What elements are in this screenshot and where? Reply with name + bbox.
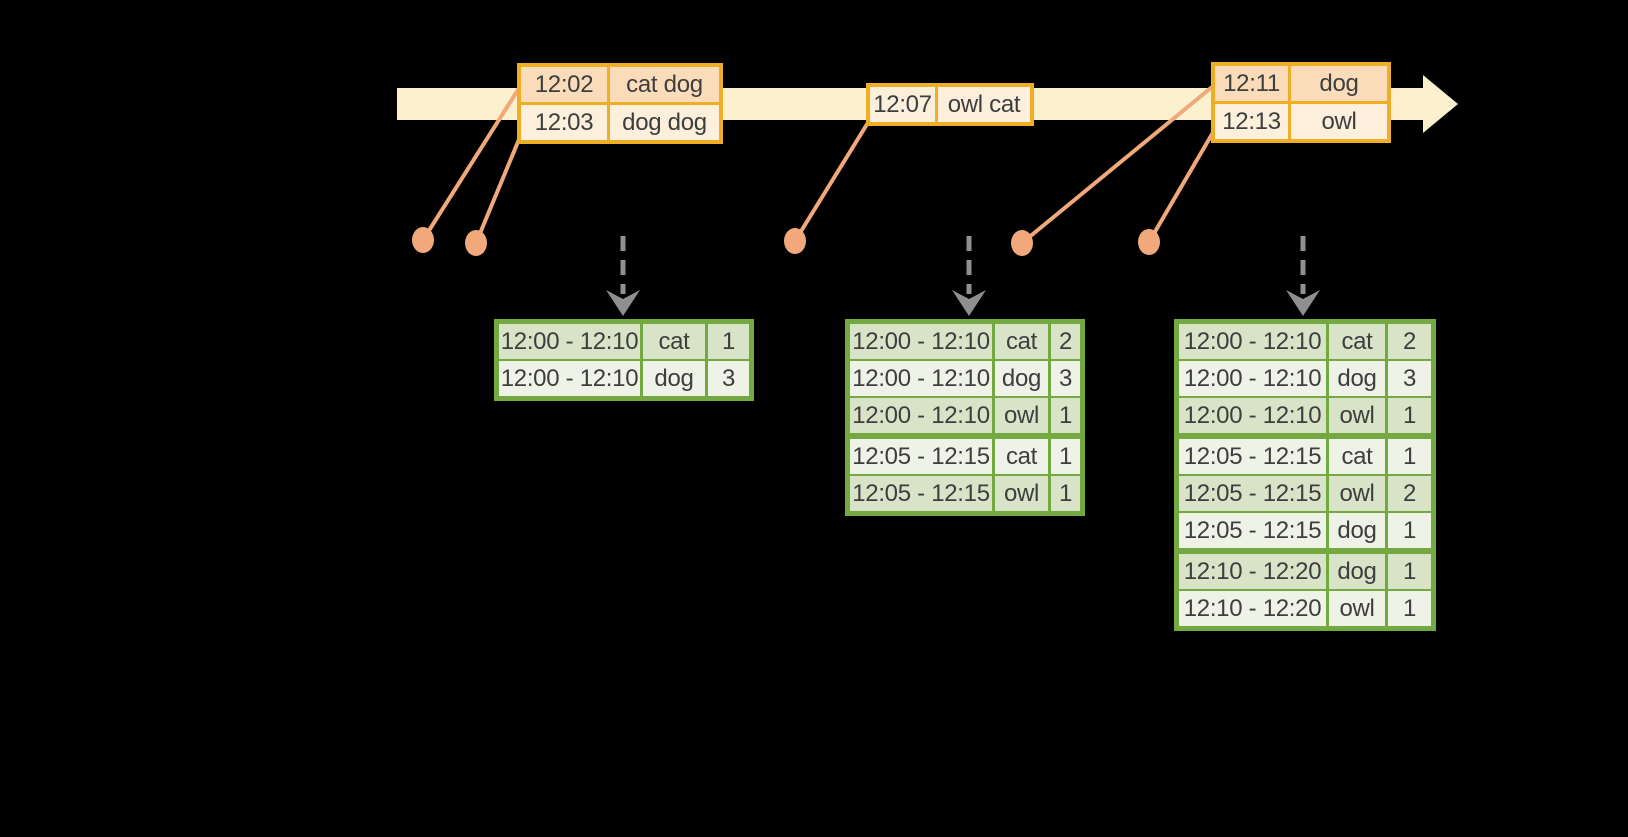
table-row: 12:00 - 12:10 dog 3 bbox=[1179, 361, 1431, 396]
table-row: 12:05 - 12:15 cat 1 bbox=[850, 439, 1080, 474]
result-table-3: 12:00 - 12:10 cat 2 12:00 - 12:10 dog 3 … bbox=[1174, 319, 1436, 631]
count-cell: 1 bbox=[1388, 513, 1431, 548]
table-row: 12:02 cat dog bbox=[521, 67, 719, 102]
connector-line bbox=[474, 124, 527, 244]
event-time: 12:02 bbox=[521, 67, 607, 102]
trigger-arrowhead-icon bbox=[606, 290, 640, 316]
window-cell: 12:10 - 12:20 bbox=[1179, 554, 1326, 589]
table-row: 12:00 - 12:10 cat 2 bbox=[1179, 324, 1431, 359]
table-row: 12:05 - 12:15 owl 2 bbox=[1179, 476, 1431, 511]
table-row: 12:05 - 12:15 cat 1 bbox=[1179, 439, 1431, 474]
event-dot bbox=[1011, 230, 1033, 256]
count-cell: 3 bbox=[1051, 361, 1080, 396]
window-cell: 12:05 - 12:15 bbox=[850, 439, 992, 474]
count-cell: 1 bbox=[1051, 476, 1080, 511]
count-cell: 2 bbox=[1388, 324, 1431, 359]
window-cell: 12:00 - 12:10 bbox=[1179, 398, 1326, 433]
word-cell: cat bbox=[1329, 324, 1385, 359]
event-time: 12:13 bbox=[1215, 104, 1288, 139]
connector-line bbox=[421, 83, 523, 242]
table-row: 12:00 - 12:10 owl 1 bbox=[850, 398, 1080, 433]
count-cell: 1 bbox=[1388, 439, 1431, 474]
count-cell: 2 bbox=[1051, 324, 1080, 359]
count-cell: 2 bbox=[1388, 476, 1431, 511]
word-cell: dog bbox=[995, 361, 1048, 396]
table-row: 12:11 dog bbox=[1215, 66, 1387, 101]
table-row: 12:07 owl cat bbox=[870, 87, 1030, 122]
word-cell: cat bbox=[995, 439, 1048, 474]
event-words: cat dog bbox=[610, 67, 719, 102]
table-row: 12:05 - 12:15 owl 1 bbox=[850, 476, 1080, 511]
window-cell: 12:10 - 12:20 bbox=[1179, 591, 1326, 626]
table-row: 12:00 - 12:10 cat 2 bbox=[850, 324, 1080, 359]
event-dot bbox=[465, 230, 487, 256]
timeline-arrowhead-icon bbox=[1423, 75, 1458, 133]
trigger-arrowhead-icon bbox=[1286, 290, 1320, 316]
word-cell: dog bbox=[1329, 554, 1385, 589]
window-cell: 12:00 - 12:10 bbox=[499, 324, 640, 359]
window-cell: 12:05 - 12:15 bbox=[1179, 439, 1326, 474]
result-table-1: 12:00 - 12:10 cat 1 12:00 - 12:10 dog 3 bbox=[494, 319, 754, 401]
connector-line bbox=[793, 119, 871, 243]
window-cell: 12:05 - 12:15 bbox=[850, 476, 992, 511]
word-cell: dog bbox=[643, 361, 705, 396]
count-cell: 3 bbox=[1388, 361, 1431, 396]
word-cell: owl bbox=[1329, 476, 1385, 511]
count-cell: 1 bbox=[1051, 439, 1080, 474]
event-dot bbox=[412, 227, 434, 253]
table-row: 12:10 - 12:20 owl 1 bbox=[1179, 591, 1431, 626]
event-table-1211: 12:11 dog 12:13 owl bbox=[1211, 62, 1391, 143]
trigger-arrowhead-icon bbox=[952, 290, 986, 316]
count-cell: 1 bbox=[1051, 398, 1080, 433]
window-cell: 12:00 - 12:10 bbox=[499, 361, 640, 396]
table-row: 12:00 - 12:10 dog 3 bbox=[850, 361, 1080, 396]
event-words: owl bbox=[1291, 104, 1387, 139]
table-row: 12:00 - 12:10 cat 1 bbox=[499, 324, 749, 359]
event-table-1207: 12:07 owl cat bbox=[866, 83, 1034, 126]
connector-line bbox=[1020, 85, 1214, 245]
count-cell: 3 bbox=[708, 361, 749, 396]
event-dot bbox=[784, 228, 806, 254]
connector-line bbox=[1147, 127, 1217, 244]
table-row: 12:00 - 12:10 dog 3 bbox=[499, 361, 749, 396]
window-cell: 12:05 - 12:15 bbox=[1179, 513, 1326, 548]
word-cell: cat bbox=[643, 324, 705, 359]
word-cell: owl bbox=[1329, 591, 1385, 626]
event-dot bbox=[1138, 229, 1160, 255]
window-cell: 12:00 - 12:10 bbox=[850, 398, 992, 433]
result-table-2: 12:00 - 12:10 cat 2 12:00 - 12:10 dog 3 … bbox=[845, 319, 1085, 516]
window-cell: 12:00 - 12:10 bbox=[850, 324, 992, 359]
table-row: 12:10 - 12:20 dog 1 bbox=[1179, 554, 1431, 589]
window-cell: 12:00 - 12:10 bbox=[850, 361, 992, 396]
word-cell: owl bbox=[995, 476, 1048, 511]
event-words: dog bbox=[1291, 66, 1387, 101]
event-time: 12:03 bbox=[521, 105, 607, 140]
count-cell: 1 bbox=[708, 324, 749, 359]
window-cell: 12:00 - 12:10 bbox=[1179, 324, 1326, 359]
word-cell: dog bbox=[1329, 513, 1385, 548]
word-cell: dog bbox=[1329, 361, 1385, 396]
table-row: 12:03 dog dog bbox=[521, 105, 719, 140]
window-cell: 12:05 - 12:15 bbox=[1179, 476, 1326, 511]
event-words: dog dog bbox=[610, 105, 719, 140]
count-cell: 1 bbox=[1388, 398, 1431, 433]
count-cell: 1 bbox=[1388, 554, 1431, 589]
word-cell: owl bbox=[995, 398, 1048, 433]
event-time: 12:11 bbox=[1215, 66, 1288, 101]
event-time: 12:07 bbox=[870, 87, 935, 122]
table-row: 12:00 - 12:10 owl 1 bbox=[1179, 398, 1431, 433]
word-cell: cat bbox=[1329, 439, 1385, 474]
word-cell: cat bbox=[995, 324, 1048, 359]
event-table-1202: 12:02 cat dog 12:03 dog dog bbox=[517, 63, 723, 144]
table-row: 12:13 owl bbox=[1215, 104, 1387, 139]
event-words: owl cat bbox=[938, 87, 1030, 122]
word-cell: owl bbox=[1329, 398, 1385, 433]
count-cell: 1 bbox=[1388, 591, 1431, 626]
window-cell: 12:00 - 12:10 bbox=[1179, 361, 1326, 396]
table-row: 12:05 - 12:15 dog 1 bbox=[1179, 513, 1431, 548]
